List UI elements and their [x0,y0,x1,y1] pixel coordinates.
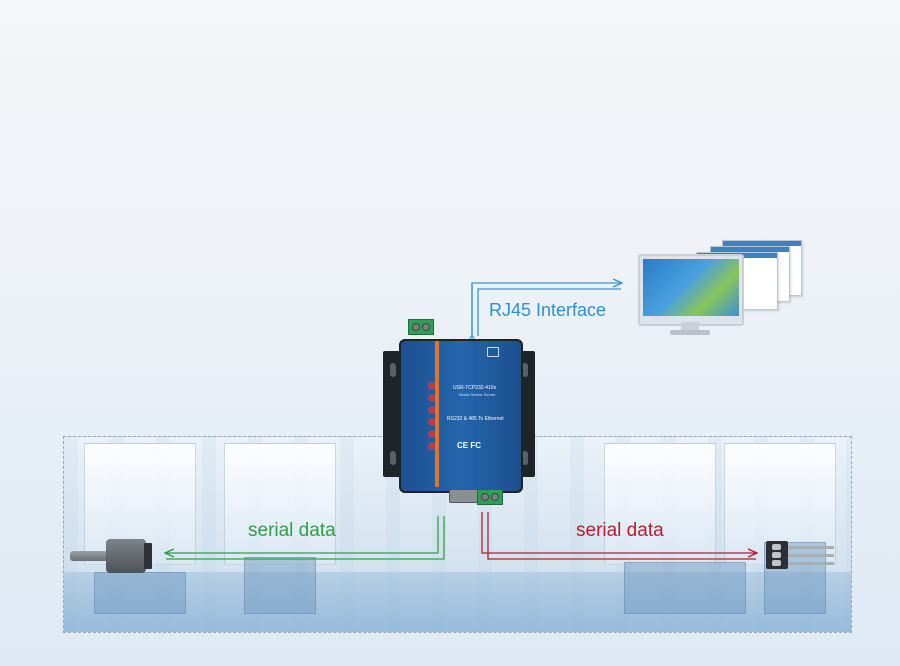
device-subtitle: Serial Device Server [459,392,496,397]
status-led [429,383,435,389]
factory-window [224,443,336,565]
db9-connector-icon [70,537,155,575]
device-body: USR-TCP232-410s Serial Device Server RS2… [399,339,523,503]
factory-machine [624,562,746,614]
serial-data-label-left: serial data [248,520,336,541]
device-model: USR-TCP232-410s [453,385,497,391]
factory-machine [94,572,186,614]
status-led [429,431,435,437]
serial-left-line [166,516,445,560]
rj45-interface-label: RJ45 Interface [489,300,607,320]
status-led [429,395,435,401]
rj45-connection-line [472,283,621,336]
device-description: RS232 & 485 To Ethernet [447,416,504,422]
monitor-frame [638,254,744,326]
serial-right-line [481,512,756,560]
rj45-port [487,347,499,357]
status-led [429,443,435,449]
status-led [429,419,435,425]
mount-ear-left [383,351,403,477]
monitor-screen [643,259,739,316]
factory-window [604,443,716,565]
rs485-terminal [477,489,503,505]
power-terminal [408,319,434,335]
factory-machine [244,557,316,614]
serial-server-icon: USR-TCP232-410s Serial Device Server RS2… [383,319,535,505]
status-led [429,407,435,413]
monitor-icon [630,236,805,341]
device-certifications: CE FC [457,441,481,450]
factory-floor [64,572,851,632]
serial-data-label-right: serial data [576,520,664,541]
terminal-block-icon [766,541,836,569]
